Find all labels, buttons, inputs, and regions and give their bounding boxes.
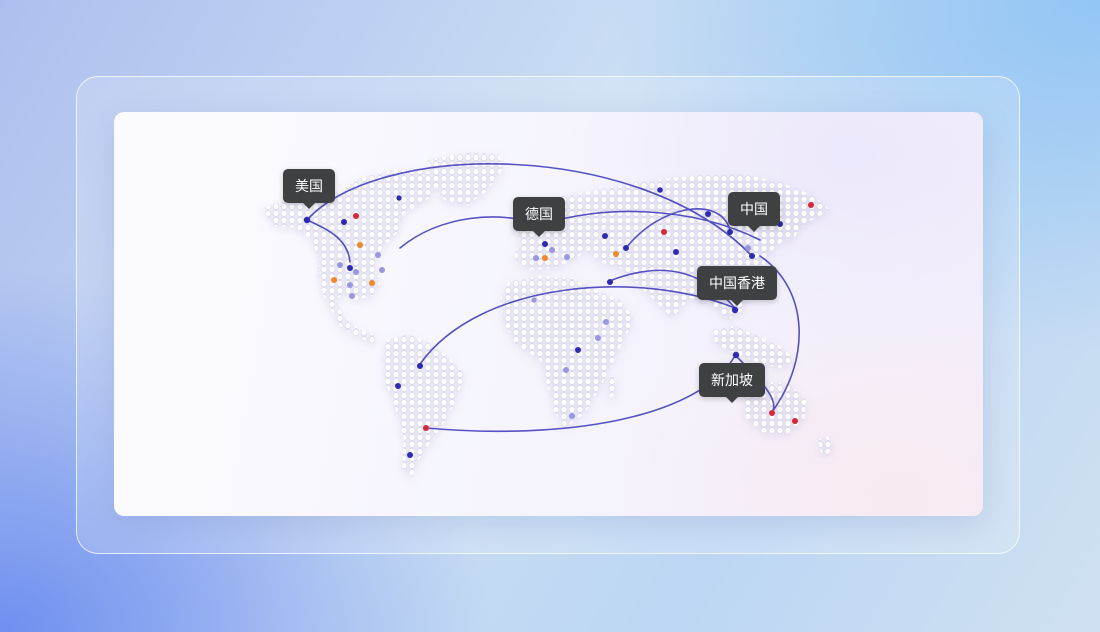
route-sg-australia (735, 355, 775, 413)
southeast-asia-landmass (712, 326, 796, 368)
node (353, 213, 359, 219)
location-nodes (303, 187, 814, 458)
node (607, 279, 613, 285)
location-label-hongkong[interactable]: 中国香港 (697, 266, 777, 306)
node (417, 363, 423, 369)
node (357, 242, 363, 248)
location-label-usa[interactable]: 美国 (283, 169, 335, 209)
node (423, 425, 429, 431)
node (623, 245, 629, 251)
node (303, 216, 311, 224)
japan-landmass (786, 210, 800, 240)
node (563, 367, 569, 373)
node (375, 252, 381, 258)
node (331, 277, 337, 283)
route-usa-china (306, 163, 753, 257)
node (603, 319, 609, 325)
node (407, 452, 413, 458)
node (542, 241, 548, 247)
node (569, 413, 575, 419)
world-map-card (114, 112, 983, 516)
node (349, 293, 355, 299)
node (732, 351, 740, 359)
node (347, 282, 353, 288)
node (613, 251, 619, 257)
route-hongkong-sa (419, 286, 736, 365)
node (533, 255, 539, 261)
africa-landmass (500, 276, 634, 428)
south-america-landmass (382, 334, 464, 476)
node (657, 187, 663, 193)
node (337, 262, 343, 268)
route-usa-arc (306, 219, 351, 263)
node (531, 297, 537, 303)
location-label-singapore[interactable]: 新加坡 (699, 363, 765, 403)
node (542, 255, 548, 261)
node (549, 247, 555, 253)
greenland-landmass (428, 152, 502, 206)
node (353, 269, 359, 275)
node (395, 383, 401, 389)
node (731, 306, 739, 314)
node (347, 265, 353, 271)
node (564, 254, 570, 260)
node (745, 245, 751, 251)
node (727, 229, 733, 235)
node (602, 233, 608, 239)
node (575, 347, 581, 353)
node (705, 211, 711, 217)
node (595, 335, 601, 341)
world-map (262, 152, 834, 476)
route-china-inner (625, 208, 731, 249)
north-america-landmass (262, 168, 440, 344)
node (396, 195, 402, 201)
node (369, 280, 375, 286)
node (792, 418, 798, 424)
location-label-china[interactable]: 中国 (728, 192, 780, 232)
node (379, 267, 385, 273)
node (661, 229, 667, 235)
node (673, 249, 679, 255)
new-zealand-landmass (818, 436, 834, 458)
location-label-germany[interactable]: 德国 (513, 197, 565, 237)
node (769, 410, 775, 416)
madagascar-landmass (608, 376, 616, 398)
node (808, 202, 814, 208)
node (341, 219, 347, 225)
node (749, 253, 755, 259)
